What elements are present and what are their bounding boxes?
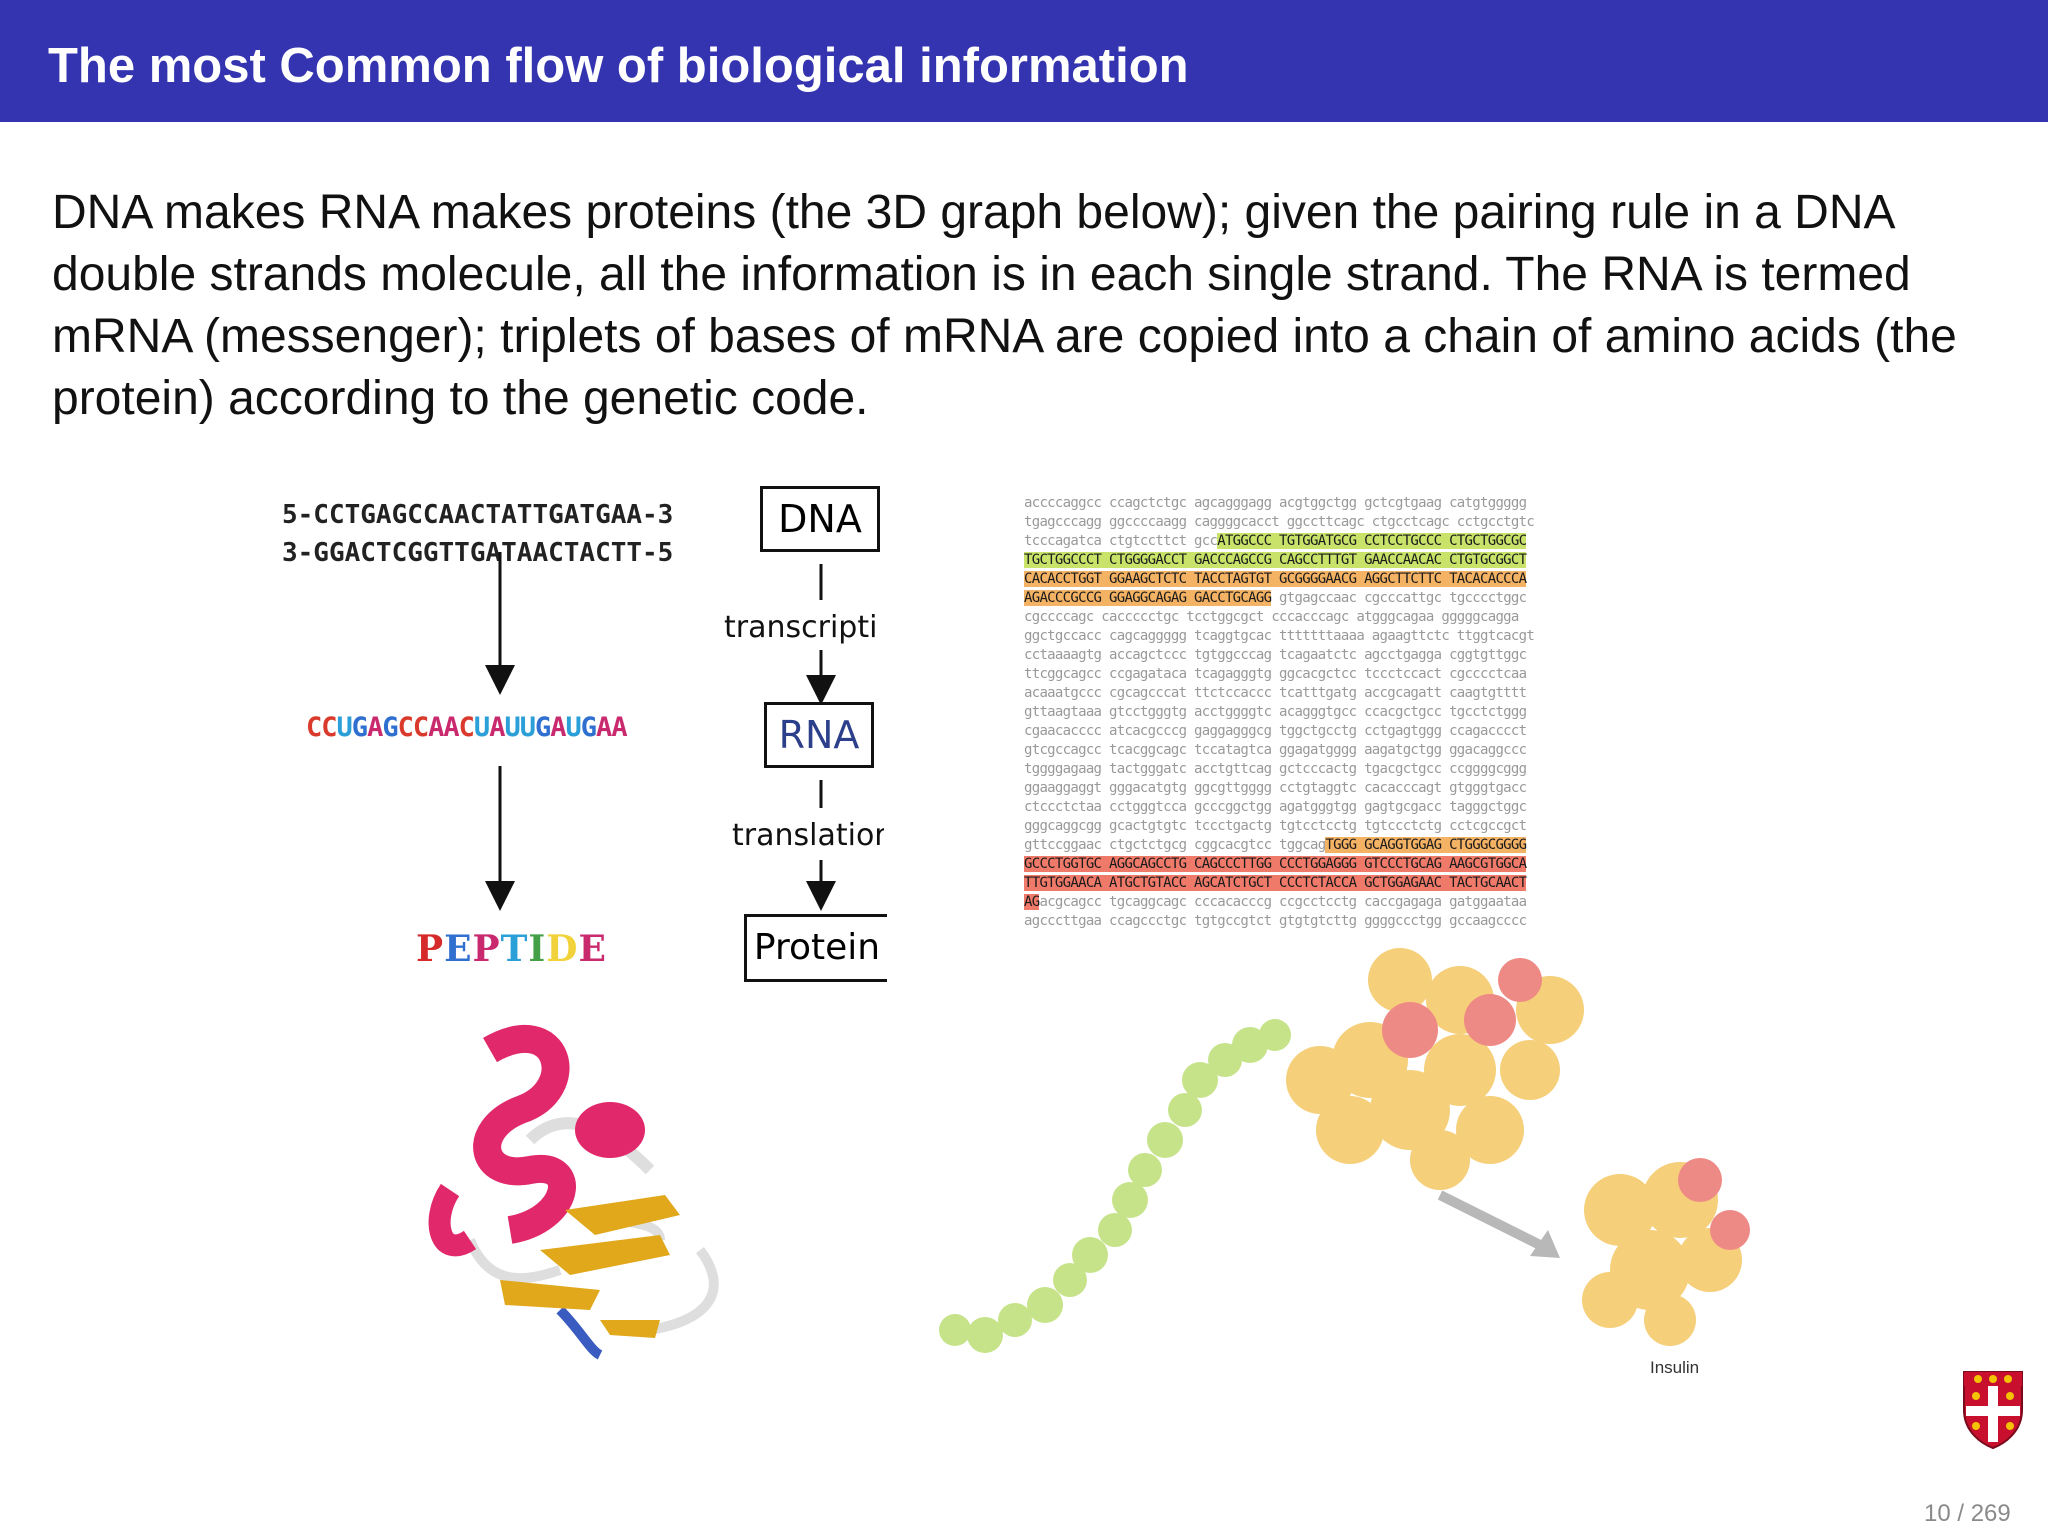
sequence-segment: tcccagatca ctgtccttct gcc [1024, 533, 1218, 549]
insulin-label: Insulin [1650, 1358, 1700, 1377]
sequence-segment: gtgagccaac cgcccattgc tgcccctggc [1271, 590, 1527, 606]
sequence-row: gttaagtaaa gtcctgggtg acctggggtc acagggt… [1024, 703, 1684, 722]
sequence-segment: ttcggcagcc ccgagataca tcagagggtg ggcacgc… [1024, 666, 1527, 682]
rna-base: A [367, 712, 383, 743]
dna-box: DNA [760, 486, 880, 552]
body-paragraph: DNA makes RNA makes proteins (the 3D gra… [52, 186, 1957, 425]
peptide-letter: T [500, 928, 529, 970]
sequence-row: tggggagaag tactgggatc acctgttcag gctccca… [1024, 760, 1684, 779]
protein-box: Protein [744, 914, 887, 982]
sequence-segment: tggggagaag tactgggatc acctgttcag gctccca… [1024, 761, 1527, 777]
slide-title: The most Common flow of biological infor… [48, 39, 1189, 93]
sequence-segment: gggcaggcgg gcactgtgtc tccctgactg tgtcctc… [1024, 818, 1527, 834]
rna-base: A [489, 712, 505, 743]
sequence-segment: tgagcccagg ggccccaagg caggggcacct ggcctt… [1024, 514, 1535, 530]
sequence-row: gttccggaac ctgctctgcg cggcacgtcc tggcagT… [1024, 836, 1684, 855]
sequence-segment: agcccttgaa ccagccctgc tgtgccgtct gtgtgtc… [1024, 913, 1527, 929]
sequence-segment: gttaagtaaa gtcctgggtg acctggggtc acagggt… [1024, 704, 1527, 720]
rna-base: G [534, 712, 551, 743]
transcription-label: transcripti [724, 610, 878, 645]
sequence-row: CACACCTGGT GGAAGCTCTC TACCTAGTGT GCGGGGA… [1024, 570, 1684, 589]
sequence-segment: gttccggaac ctgctctgcg cggcacgtcc tggcag [1024, 837, 1326, 853]
peptide-letter: E [578, 928, 607, 970]
sequence-row: acaaatgccc cgcagcccat ttctccaccc tcatttg… [1024, 684, 1684, 703]
peptide-letter: P [416, 928, 445, 970]
sequence-row: gggcaggcgg gcactgtgtc tccctgactg tgtcctc… [1024, 817, 1684, 836]
rna-base: U [473, 712, 490, 743]
rna-base: U [336, 712, 353, 743]
rna-base: A [550, 712, 566, 743]
sequence-row: TGCTGGCCCT CTGGGGACCT GACCCAGCCG CAGCCTT… [1024, 551, 1684, 570]
sequence-segment: ATGGCCC TGTGGATGCG CCTCCTGCCC CTGCTGGCGC [1217, 533, 1527, 549]
rna-base: C [458, 712, 475, 743]
rna-base: A [596, 712, 612, 743]
rna-base: U [565, 712, 582, 743]
slide-header: The most Common flow of biological infor… [0, 0, 2048, 122]
insulin-gene-sequence: accccaggcc ccagctctgc agcagggagg acgtggc… [1024, 494, 1684, 934]
sequence-row: tgagcccagg ggccccaagg caggggcacct ggcctt… [1024, 513, 1684, 532]
rna-base: A [611, 712, 627, 743]
sequence-segment: ggctgccacc cagcaggggg tcaggtgcac ttttttt… [1024, 628, 1535, 644]
rna-base: C [321, 712, 337, 743]
rna-base: C [397, 712, 414, 743]
sequence-row: ttcggcagcc ccgagataca tcagagggtg ggcacgc… [1024, 665, 1684, 684]
sequence-segment: acgcagcc tgcaggcagc cccacacccg ccgcctcct… [1039, 894, 1527, 910]
sequence-row: agcccttgaa ccagccctgc tgtgccgtct gtgtgtc… [1024, 912, 1684, 931]
sequence-row: ggaaggaggt gggacatgtg ggcgttgggg cctgtag… [1024, 779, 1684, 798]
sequence-row: ggctgccacc cagcaggggg tcaggtgcac ttttttt… [1024, 627, 1684, 646]
peptide-letter: D [546, 928, 579, 970]
sequence-segment: gtcgccagcc tcacggcagc tccatagtca ggagatg… [1024, 742, 1527, 758]
dna-top-strand: 5-CCTGAGCCAACTATTGATGAA-3 [282, 500, 674, 530]
protein-ribbon-image [428, 1025, 719, 1360]
sequence-segment: GCCCTGGTGC AGGCAGCCTG CAGCCCTTGG CCCTGGA… [1024, 856, 1527, 872]
rna-base: A [443, 712, 459, 743]
sequence-segment: cctaaaagtg accagctccc tgtggcccag tcagaat… [1024, 647, 1527, 663]
rna-base: U [504, 712, 520, 743]
sequence-segment: AGACCCGCCG GGAGGCAGAG GACCTGCAGG [1024, 590, 1272, 606]
sequence-segment: TTGTGGAACA ATGCTGTACC AGCATCTGCT CCCTCTA… [1024, 875, 1527, 891]
rna-base: C [412, 712, 429, 743]
peptide-letter: P [472, 928, 501, 970]
rna-base: G [382, 712, 398, 743]
rna-base: G [580, 712, 597, 743]
rna-base: A [428, 712, 444, 743]
sequence-segment: ctccctctaa cctgggtcca gcccggctgg agatggg… [1024, 799, 1527, 815]
dna-bottom-strand: 3-GGACTCGGTTGATAACTACTT-5 [282, 538, 674, 568]
sequence-row: GCCCTGGTGC AGGCAGCCTG CAGCCCTTGG CCCTGGA… [1024, 855, 1684, 874]
sequence-segment: cgaacacccc atcacgcccg gaggagggcg tggctgc… [1024, 723, 1527, 739]
sequence-row: gtcgccagcc tcacggcagc tccatagtca ggagatg… [1024, 741, 1684, 760]
peptide-letter: E [444, 928, 473, 970]
page-number: 10 / 269 [1924, 1500, 2011, 1527]
mrna-sequence: CCUGAGCCAACUAUUGAUGAA [306, 712, 628, 743]
insulin-space-fill-image [939, 948, 1750, 1353]
sequence-segment: accccaggcc ccagctctgc agcagggagg acgtggc… [1024, 495, 1527, 511]
rna-base: G [351, 712, 368, 743]
peptide-word: PEPTIDE [416, 928, 607, 970]
sequence-segment: TGGG GCAGGTGGAG CTGGGCGGGG [1325, 837, 1527, 853]
sequence-segment: ggaaggaggt gggacatgtg ggcgttgggg cctgtag… [1024, 780, 1527, 796]
sequence-row: AGACCCGCCG GGAGGCAGAG GACCTGCAGG gtgagcc… [1024, 589, 1684, 608]
sequence-row: accccaggcc ccagctctgc agcagggagg acgtggc… [1024, 494, 1684, 513]
translation-label: translatior [732, 818, 884, 853]
sequence-row: AGacgcagcc tgcaggcagc cccacacccg ccgcctc… [1024, 893, 1684, 912]
peptide-letter: I [528, 928, 547, 970]
sequence-row: cctaaaagtg accagctccc tgtggcccag tcagaat… [1024, 646, 1684, 665]
sequence-segment: AG [1024, 894, 1040, 910]
sequence-row: ctccctctaa cctgggtcca gcccggctgg agatggg… [1024, 798, 1684, 817]
sequence-segment: acaaatgccc cgcagcccat ttctccaccc tcatttg… [1024, 685, 1527, 701]
sequence-row: TTGTGGAACA ATGCTGTACC AGCATCTGCT CCCTCTA… [1024, 874, 1684, 893]
sequence-row: tcccagatca ctgtccttct gccATGGCCC TGTGGAT… [1024, 532, 1684, 551]
rna-base: C [306, 712, 322, 743]
sequence-segment: CACACCTGGT GGAAGCTCTC TACCTAGTGT GCGGGGA… [1024, 571, 1527, 587]
sequence-row: cgaacacccc atcacgcccg gaggagggcg tggctgc… [1024, 722, 1684, 741]
sequence-segment: TGCTGGCCCT CTGGGGACCT GACCCAGCCG CAGCCTT… [1024, 552, 1527, 568]
rna-box: RNA [764, 702, 874, 768]
sequence-segment: cgccccagc caccccctgc tcctggcgct cccaccca… [1024, 609, 1519, 625]
rna-base: U [519, 712, 536, 743]
university-crest-icon [1963, 1371, 2023, 1450]
sequence-row: cgccccagc caccccctgc tcctggcgct cccaccca… [1024, 608, 1684, 627]
